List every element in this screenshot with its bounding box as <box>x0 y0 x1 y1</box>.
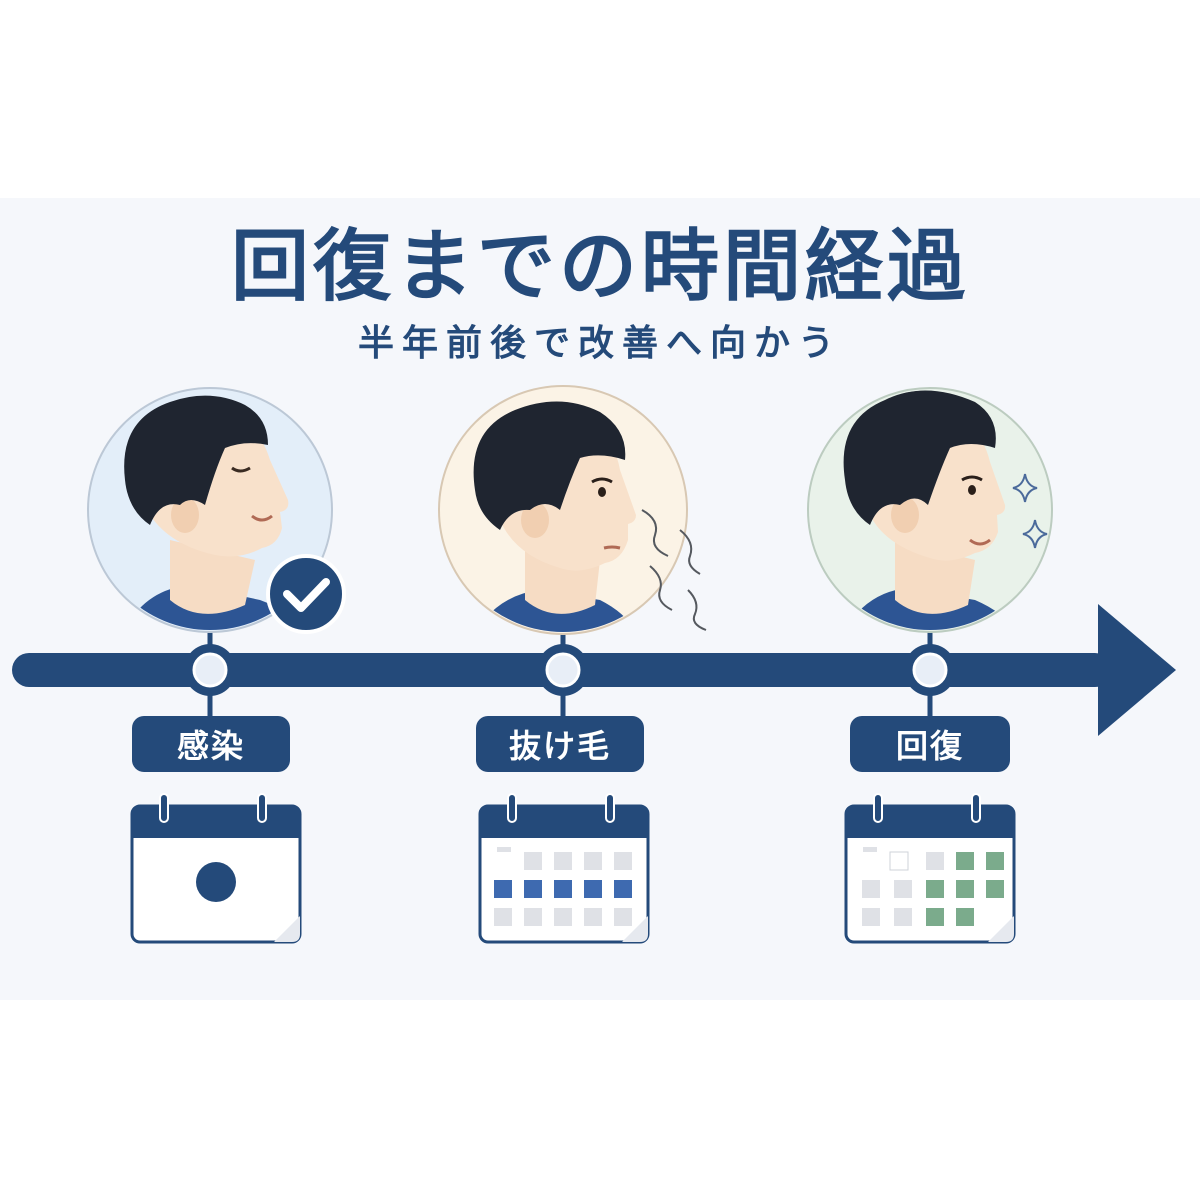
diagram-title: 回復までの時間経過 <box>230 222 969 312</box>
portrait-hair-loss <box>438 385 707 635</box>
stage-label-hair-loss: 抜け毛 <box>476 716 644 772</box>
stage-label-recovery: 回復 <box>850 716 1010 772</box>
timeline-node-1 <box>184 644 236 696</box>
portrait-recovery <box>807 387 1053 633</box>
portrait-infection <box>87 387 346 634</box>
calendar-icon-infection <box>130 793 302 944</box>
sparkle-icon <box>1012 473 1048 549</box>
check-icon <box>266 554 346 634</box>
falling-hair-icon <box>641 509 707 631</box>
stage-label-infection: 感染 <box>132 716 290 772</box>
timeline-node-2 <box>537 644 589 696</box>
diagram-subtitle: 半年前後で改善へ向かう <box>357 323 842 364</box>
calendar-icon-hair-loss <box>478 793 650 944</box>
timeline-node-3 <box>904 644 956 696</box>
calendar-icon-recovery <box>844 793 1016 944</box>
